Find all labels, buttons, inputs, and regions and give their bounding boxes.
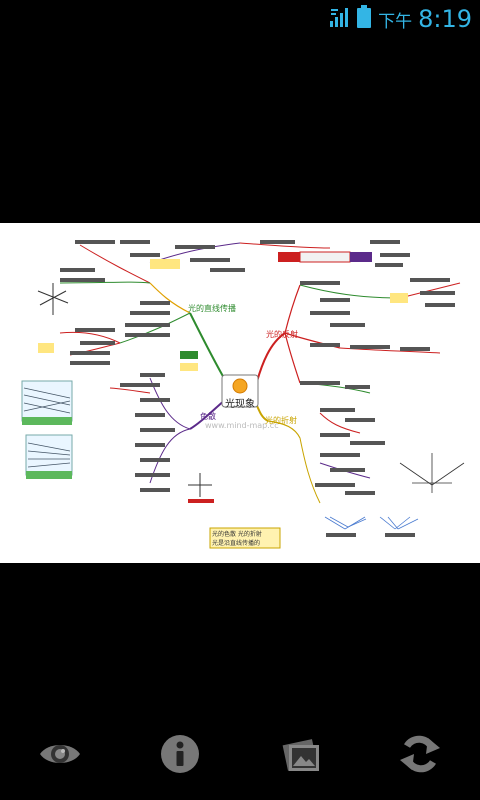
signal-icon <box>330 6 350 32</box>
info-icon <box>159 733 201 775</box>
view-button[interactable] <box>28 722 92 786</box>
battery-icon <box>356 5 372 33</box>
watermark: www.mind-map.cc <box>205 421 279 430</box>
branch-label-dispersion: 色散 <box>200 412 216 421</box>
picture-icon <box>279 733 321 775</box>
info-button[interactable] <box>148 722 212 786</box>
branch-label-straight-line: 光的直线传播 <box>188 304 236 313</box>
mind-map-image <box>21 240 465 549</box>
status-right: 下午 8:19 <box>330 4 472 34</box>
branch-label-reflection: 光的反射 <box>266 330 298 339</box>
image-viewer[interactable]: 光现象 www.mind-map.cc 光的直线传播 光的反射 光的折射 色散 … <box>0 223 480 563</box>
eye-icon <box>38 739 82 769</box>
footer-note-line-1: 光的色散 光的折射 <box>212 531 262 538</box>
bottom-toolbar <box>0 722 480 792</box>
branch-label-refraction: 光的折射 <box>265 416 297 425</box>
gallery-button[interactable] <box>268 722 332 786</box>
footer-note-line-2: 光是沿直线传播的 <box>212 540 261 547</box>
status-bar: 下午 8:19 <box>0 0 480 38</box>
central-topic: 光现象 <box>225 399 255 410</box>
refresh-icon <box>398 732 442 776</box>
clock-time: 8:19 <box>418 5 472 33</box>
clock: 下午 8:19 <box>378 5 472 33</box>
clock-ampm: 下午 <box>378 12 413 32</box>
rotate-button[interactable] <box>388 722 452 786</box>
